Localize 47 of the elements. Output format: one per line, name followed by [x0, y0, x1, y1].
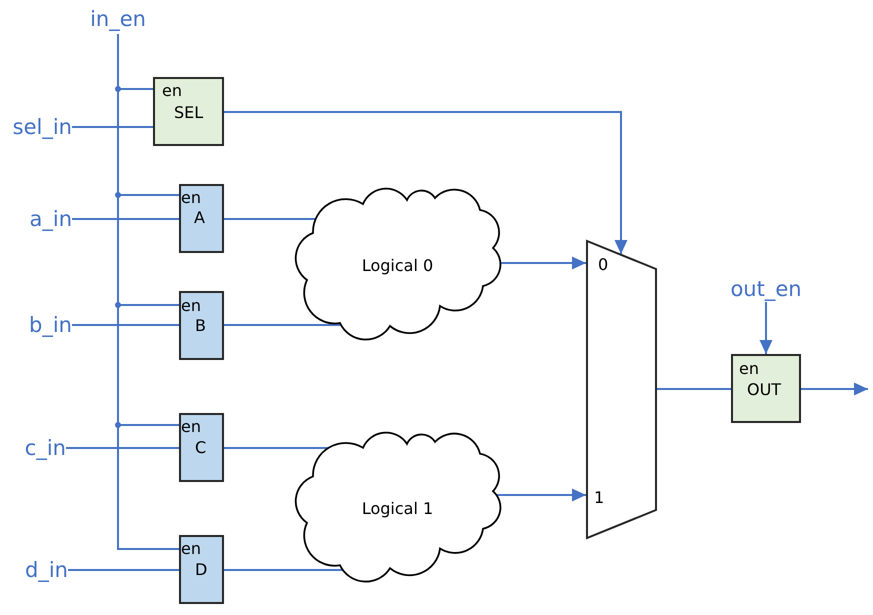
arrow — [495, 488, 586, 502]
port-label: en — [181, 189, 201, 207]
port-label: en — [739, 360, 759, 378]
arrow — [760, 302, 772, 354]
wire — [68, 569, 179, 571]
register-name: OUT — [747, 381, 782, 399]
signal-label: a_in — [22, 206, 72, 232]
signal-label: c_in — [16, 435, 66, 461]
port-label: en — [181, 540, 201, 558]
register-name: C — [195, 439, 206, 457]
register-block — [179, 535, 224, 604]
register-name: A — [194, 209, 205, 227]
wire — [224, 447, 329, 449]
signal-label: sel_in — [6, 114, 72, 140]
wire — [224, 569, 343, 571]
wire — [72, 218, 179, 220]
register-name: B — [195, 317, 206, 335]
input-label: 1 — [594, 489, 604, 507]
signal-label: b_in — [22, 312, 72, 338]
signal-label: out_en — [726, 276, 806, 302]
cloud-label: Logical 1 — [362, 500, 434, 518]
register-name: SEL — [174, 104, 204, 122]
input-label: 0 — [598, 256, 608, 274]
logic-cloud — [295, 432, 500, 585]
wire — [72, 126, 153, 128]
register-block — [179, 184, 224, 253]
port-label: en — [181, 297, 201, 315]
register-block — [179, 291, 224, 360]
wire — [72, 324, 179, 326]
arrow — [224, 111, 628, 254]
arrow — [801, 382, 868, 396]
wire — [66, 447, 179, 449]
logic-cloud — [295, 188, 500, 343]
wire — [224, 218, 316, 220]
register-block — [179, 413, 224, 482]
multiplexer — [586, 240, 657, 539]
register-name: D — [195, 561, 208, 579]
port-label: en — [162, 82, 182, 100]
signal-label: d_in — [16, 557, 68, 583]
wire — [657, 388, 731, 390]
signal-label: in_en — [86, 6, 150, 34]
register-block — [153, 77, 224, 146]
arrow — [499, 256, 586, 270]
port-label: en — [181, 418, 201, 436]
cloud-label: Logical 0 — [362, 256, 434, 274]
wire — [224, 324, 341, 326]
register-block — [731, 354, 801, 423]
